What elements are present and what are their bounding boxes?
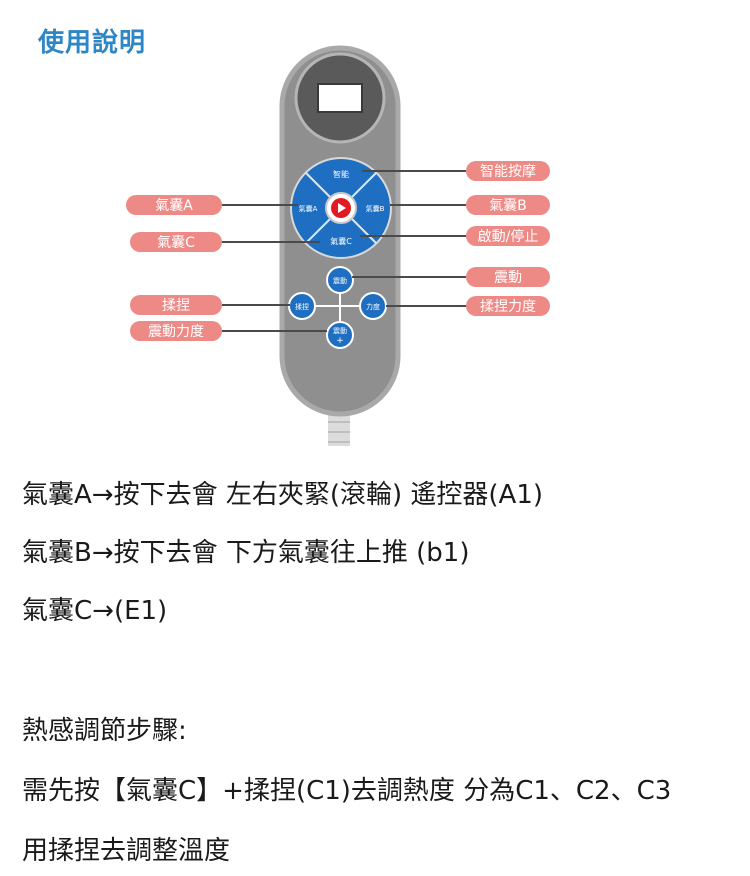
callout-airbag-b: 氣囊B xyxy=(466,195,550,215)
callout-knead: 揉捏 xyxy=(130,295,222,315)
callout-smart-massage: 智能按摩 xyxy=(466,161,550,181)
svg-text:智能按摩: 智能按摩 xyxy=(480,163,536,180)
svg-text:啟動/停止: 啟動/停止 xyxy=(478,228,539,245)
callout-airbag-a: 氣囊A xyxy=(126,195,222,215)
strength-button-label: 力度 xyxy=(366,302,380,311)
plus-icon: + xyxy=(336,336,344,346)
airbag-a-button[interactable]: 氣囊A xyxy=(299,204,318,213)
vibration-button[interactable] xyxy=(326,266,354,294)
callout-knead-strength: 揉捏力度 xyxy=(466,296,550,316)
svg-text:氣囊B: 氣囊B xyxy=(489,197,527,214)
callout-vibration: 震動 xyxy=(466,267,550,287)
svg-text:氣囊C: 氣囊C xyxy=(157,234,195,251)
svg-text:揉捏力度: 揉捏力度 xyxy=(480,299,536,315)
vibration-plus-button[interactable] xyxy=(326,321,354,349)
callout-vibration-strength: 震動力度 xyxy=(130,321,222,341)
svg-text:揉捏: 揉捏 xyxy=(162,298,190,314)
svg-text:震動: 震動 xyxy=(494,270,522,286)
vibration-button-label: 震動 xyxy=(333,276,347,285)
temperature-adjust-line: 用揉捏去調整溫度 xyxy=(22,836,231,866)
heat-steps-heading: 熱感調節步驟: xyxy=(22,716,187,746)
svg-text:氣囊A: 氣囊A xyxy=(155,197,193,214)
instruction-line-airbag-b: 氣囊B→按下去會 下方氣囊往上推 (b1) xyxy=(22,538,470,568)
callout-airbag-c: 氣囊C xyxy=(130,232,222,252)
airbag-b-button[interactable]: 氣囊B xyxy=(366,204,385,213)
airbag-c-button[interactable]: 氣囊C xyxy=(330,236,352,246)
page-title: 使用說明 xyxy=(38,28,147,58)
instruction-line-airbag-c: 氣囊C→(E1) xyxy=(22,596,168,626)
instruction-line-airbag-a: 氣囊A→按下去會 左右夾緊(滾輪) 遙控器(A1) xyxy=(22,480,544,510)
heat-steps-line: 需先按【氣囊C】+揉捏(C1)去調熱度 分為C1、C2、C3 xyxy=(22,776,672,806)
callout-start-stop: 啟動/停止 xyxy=(466,226,550,246)
svg-text:震動力度: 震動力度 xyxy=(148,324,204,340)
display-screen xyxy=(317,83,363,113)
knead-button-label: 揉捏 xyxy=(295,302,309,311)
remote-diagram: 智能 氣囊A 氣囊B 氣囊C 震動 揉捏 力度 震動 + 氣囊A 氣囊C 揉捏 … xyxy=(126,45,550,446)
vibration-plus-label: 震動 xyxy=(333,326,347,335)
leader-lines xyxy=(222,170,466,332)
smart-button[interactable]: 智能 xyxy=(333,169,349,179)
